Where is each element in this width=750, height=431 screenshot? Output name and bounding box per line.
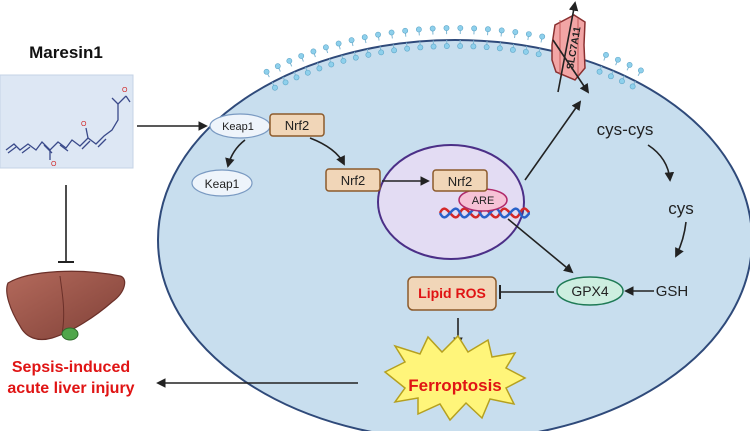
lipid-ros-label: Lipid ROS xyxy=(418,285,486,301)
lipid-head xyxy=(496,45,503,52)
lipid-head xyxy=(522,48,529,55)
lipid-head xyxy=(378,49,385,56)
lipid-head xyxy=(509,46,516,53)
lipid-head xyxy=(603,51,609,58)
lipid-head xyxy=(316,65,323,72)
lipid-head xyxy=(629,83,636,90)
cysteine-to-gsh-arrow xyxy=(675,221,687,258)
nrf2-nuclear-label: Nrf2 xyxy=(448,174,473,189)
cell-membrane xyxy=(263,25,644,91)
glutamate-export-arrow xyxy=(557,1,579,93)
lipid-head xyxy=(483,44,490,51)
lipid-head xyxy=(443,25,450,31)
lipid-head xyxy=(596,68,603,75)
hydroxyl-mark: O xyxy=(51,161,57,168)
lipid-head xyxy=(535,51,542,58)
nrf2-free-box xyxy=(325,168,381,192)
gsh-label: GSH xyxy=(656,283,689,300)
compound-title: Maresin1 xyxy=(29,43,103,62)
lipid-head xyxy=(539,33,546,40)
lipid-head xyxy=(286,57,293,64)
lipid-head xyxy=(404,45,411,52)
nrf2-nuclear-box xyxy=(432,169,488,192)
gpx4-label: GPX4 xyxy=(571,283,609,299)
lipid-head xyxy=(498,27,505,34)
slc7a11-transporter: SLC7A11 xyxy=(551,14,586,81)
lipid-head xyxy=(415,26,422,33)
lipid-head xyxy=(457,25,464,31)
lipid-head xyxy=(322,44,329,51)
lipid-head xyxy=(429,25,436,32)
structure-panel xyxy=(0,74,134,169)
gpx4-oval xyxy=(556,276,624,306)
cystine-import-arrow xyxy=(552,39,590,94)
maresin1-structure xyxy=(5,95,131,160)
lipid-head xyxy=(263,68,270,75)
dna-strand-blue xyxy=(438,207,531,219)
lipid-head xyxy=(348,37,355,44)
nrf2-complex-label: Nrf2 xyxy=(285,118,310,133)
lipid-head xyxy=(310,48,317,55)
lipid-head xyxy=(340,57,347,64)
lipid-head xyxy=(637,67,644,74)
lipid-head xyxy=(375,31,381,38)
keap1-complex-label: Keap1 xyxy=(222,121,254,133)
lipid-head xyxy=(304,69,311,76)
lipid-head xyxy=(352,54,359,61)
lipid-head xyxy=(388,29,395,36)
outcome-line2: acute liver injury xyxy=(7,380,134,397)
lipid-head xyxy=(391,47,398,54)
hydroxyl-mark: O xyxy=(81,121,87,128)
lipid-head xyxy=(470,43,477,50)
lipid-head xyxy=(272,84,278,91)
lipid-head xyxy=(274,63,281,70)
ferroptosis-label: Ferroptosis xyxy=(408,376,502,395)
lipid-head xyxy=(335,40,342,47)
lipid-head xyxy=(293,74,300,81)
lipid-head xyxy=(457,43,464,49)
ferroptosis-burst xyxy=(383,334,527,422)
cystine-to-cysteine-arrow xyxy=(647,144,675,182)
lipid-head xyxy=(282,79,289,86)
carboxyl-mark: O xyxy=(122,87,128,94)
lipid-head xyxy=(402,27,409,34)
lipid-head xyxy=(485,26,491,33)
cysteine-label: cys xyxy=(668,199,694,218)
lipid-head xyxy=(328,61,335,68)
are-to-gpx4-arrow xyxy=(507,218,574,274)
cystine-label: cys-cys xyxy=(597,120,654,139)
lipid-head xyxy=(430,43,437,50)
nrf2-release-arrow xyxy=(309,137,345,166)
lipid-head xyxy=(365,51,372,58)
outcome-line1: Sepsis-induced xyxy=(12,359,130,376)
are-label: ARE xyxy=(472,195,495,207)
lipid-head xyxy=(626,62,633,68)
keap1-release-arrow xyxy=(225,139,246,168)
nrf2-free-label: Nrf2 xyxy=(341,173,366,188)
lipid-ros-box xyxy=(407,276,497,311)
keap1-free-oval xyxy=(191,169,253,197)
liver-icon xyxy=(6,270,126,341)
lipid-head xyxy=(361,34,368,41)
are-to-slc7a11-arrow xyxy=(524,100,582,181)
lipid-head xyxy=(615,56,621,63)
lipid-head xyxy=(619,78,625,85)
lipid-head xyxy=(298,53,305,59)
lipid-head xyxy=(525,31,532,38)
keap1-free-label: Keap1 xyxy=(205,177,240,191)
lipid-head xyxy=(608,73,614,80)
nrf2-complex-box xyxy=(269,113,325,137)
lipid-head xyxy=(443,43,450,49)
lipid-head xyxy=(512,29,519,35)
lipid-head xyxy=(471,25,478,32)
lipid-head xyxy=(417,44,424,51)
